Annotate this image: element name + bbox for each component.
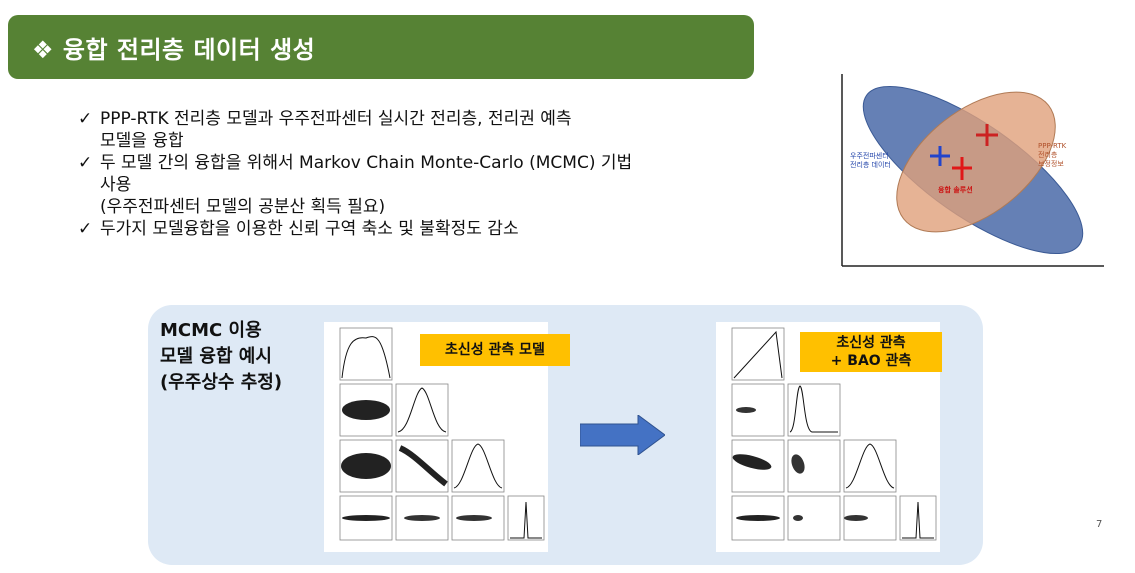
fusion-cross-icon xyxy=(952,157,972,180)
kasa-label: 우주전파센터 xyxy=(850,151,889,160)
blue-cross-icon xyxy=(930,146,950,166)
mcmc-label: MCMC 이용 모델 융합 예시 (우주상수 추정) xyxy=(160,318,282,396)
mcmc-label-line: (우주상수 추정) xyxy=(160,372,283,393)
tag-line: + BAO 관측 xyxy=(830,353,912,369)
ppp-rtk-label-2: 전리층 xyxy=(1038,150,1058,159)
section-title-bar: ❖ 융합 전리층 데이터 생성 xyxy=(8,15,754,79)
ppp-rtk-label: PPP-RTK xyxy=(1038,142,1067,150)
mcmc-label-line: MCMC 이용 xyxy=(160,320,262,341)
fusion-solution-label: 융합 솔루션 xyxy=(938,185,973,194)
page-number: 7 xyxy=(1096,519,1103,530)
supernova-bao-tag: 초신성 관측 + BAO 관측 xyxy=(800,332,942,372)
bullet-item: ✓ 두 모델 간의 융합을 위해서 Markov Chain Monte-Car… xyxy=(78,152,778,174)
bullet-item: ✓ PPP-RTK 전리층 모델과 우주전파센터 실시간 전리층, 전리권 예측 xyxy=(78,108,778,130)
mcmc-label-line: 모델 융합 예시 xyxy=(160,346,272,367)
supernova-model-tag: 초신성 관측 모델 xyxy=(420,334,570,366)
tag-line: 초신성 관측 xyxy=(836,335,906,351)
checkmark-icon: ✓ xyxy=(78,153,93,173)
fusion-ellipse-diagram: 우주전파센터 전리층 데이터 PPP-RTK 전리층 보정정보 융합 솔루션 xyxy=(841,74,1104,267)
checkmark-icon: ✓ xyxy=(78,109,93,129)
bullet-text-continued: 사용 xyxy=(100,175,132,195)
kasa-label-2: 전리층 데이터 xyxy=(850,160,891,169)
section-title: ❖ 융합 전리층 데이터 생성 xyxy=(32,35,316,64)
right-arrow-icon xyxy=(580,415,665,455)
checkmark-icon: ✓ xyxy=(78,219,93,239)
bullet-item: ✓ 두가지 모델융합을 이용한 신뢰 구역 축소 및 불확정도 감소 xyxy=(78,218,778,240)
ppp-rtk-label-3: 보정정보 xyxy=(1038,159,1064,168)
bullet-text-continued: 모델을 융합 xyxy=(100,131,184,151)
bullet-text-continued: (우주전파센터 모델의 공분산 획득 필요) xyxy=(100,197,386,217)
bullet-list: ✓ PPP-RTK 전리층 모델과 우주전파센터 실시간 전리층, 전리권 예측… xyxy=(78,108,778,240)
red-cross-icon xyxy=(976,124,998,146)
bullet-text: 두가지 모델융합을 이용한 신뢰 구역 축소 및 불확정도 감소 xyxy=(100,219,519,239)
bullet-text: PPP-RTK 전리층 모델과 우주전파센터 실시간 전리층, 전리권 예측 xyxy=(100,109,572,129)
orange-ellipse xyxy=(896,91,1056,233)
bullet-text: 두 모델 간의 융합을 위해서 Markov Chain Monte-Carlo… xyxy=(100,153,633,173)
